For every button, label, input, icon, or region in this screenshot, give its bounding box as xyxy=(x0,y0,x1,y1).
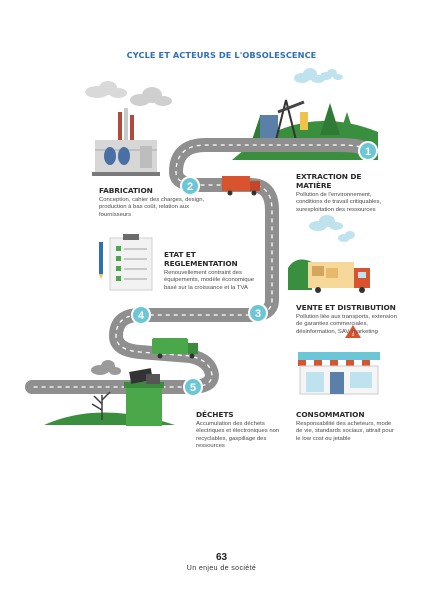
stage-badge-5: 5 xyxy=(183,377,203,397)
svg-text:!: ! xyxy=(352,331,354,338)
cloud-icon xyxy=(85,81,127,98)
garbage-truck-icon xyxy=(152,338,198,359)
stage-badge-number: 4 xyxy=(138,310,145,322)
cloud-icon xyxy=(130,87,172,106)
stage-extraction: EXTRACTION DE MATIÈRE Pollution de l'env… xyxy=(296,172,394,214)
stage-heading: FABRICATION xyxy=(99,186,153,195)
stage-description: Conception, cahier des charges, design, … xyxy=(99,197,205,218)
stage-badge-2: 2 xyxy=(180,176,200,196)
infographic-title: CYCLE ET ACTEURS DE L'OBSOLESCENCE xyxy=(126,50,317,60)
bare-tree-icon xyxy=(91,391,111,420)
stage-badge-number: 1 xyxy=(365,146,371,158)
stage-badge-number: 5 xyxy=(190,382,196,394)
stage-description: Pollution de l'environnement, conditions… xyxy=(296,192,382,213)
cloud-icon xyxy=(91,360,121,375)
stage-badge-3: 3 xyxy=(248,303,268,323)
cloud-icon xyxy=(309,215,355,242)
stage-badge-1: 1 xyxy=(358,141,378,161)
red-truck-icon xyxy=(222,176,260,196)
book-title: Un enjeu de société xyxy=(186,565,257,572)
stage-waste: DÉCHETS Accumulation des déchets électri… xyxy=(196,410,294,450)
delivery-truck-icon xyxy=(288,259,370,293)
shop-icon: ! xyxy=(298,325,380,395)
stage-heading: CONSOMMATION xyxy=(296,410,365,419)
stage-heading: EXTRACTION DE MATIÈRE xyxy=(296,172,362,190)
clipboard-icon xyxy=(99,234,153,291)
stage-description: Responsabilité des acheteurs, mode de vi… xyxy=(296,421,394,442)
stage-badge-number: 2 xyxy=(187,181,193,193)
stage-regulation: ETAT ET REGLEMENTATION Renouvellement co… xyxy=(164,250,268,292)
stage-distribution: VENTE ET DISTRIBUTION Pollution liée aux… xyxy=(296,303,398,336)
stage-description: Pollution liée aux transports, extension… xyxy=(296,314,397,335)
waste-bin-icon xyxy=(44,368,175,426)
stage-badge-number: 3 xyxy=(255,308,261,320)
factory-icon xyxy=(92,108,160,176)
stage-consumption: CONSOMMATION Responsabilité des acheteur… xyxy=(296,410,396,443)
stage-description: Renouvellement contraint des équipements… xyxy=(164,270,255,291)
stage-heading: ETAT ET REGLEMENTATION xyxy=(164,250,238,268)
stage-fabrication: FABRICATION Conception, cahier des charg… xyxy=(99,186,209,219)
stage-badge-4: 4 xyxy=(131,305,151,325)
stage-heading: VENTE ET DISTRIBUTION xyxy=(296,303,396,312)
cloud-icon xyxy=(320,69,343,80)
stage-heading: DÉCHETS xyxy=(196,410,234,419)
page-number: 63 xyxy=(215,552,228,563)
stage-description: Accumulation des déchets électriques et … xyxy=(196,421,280,449)
